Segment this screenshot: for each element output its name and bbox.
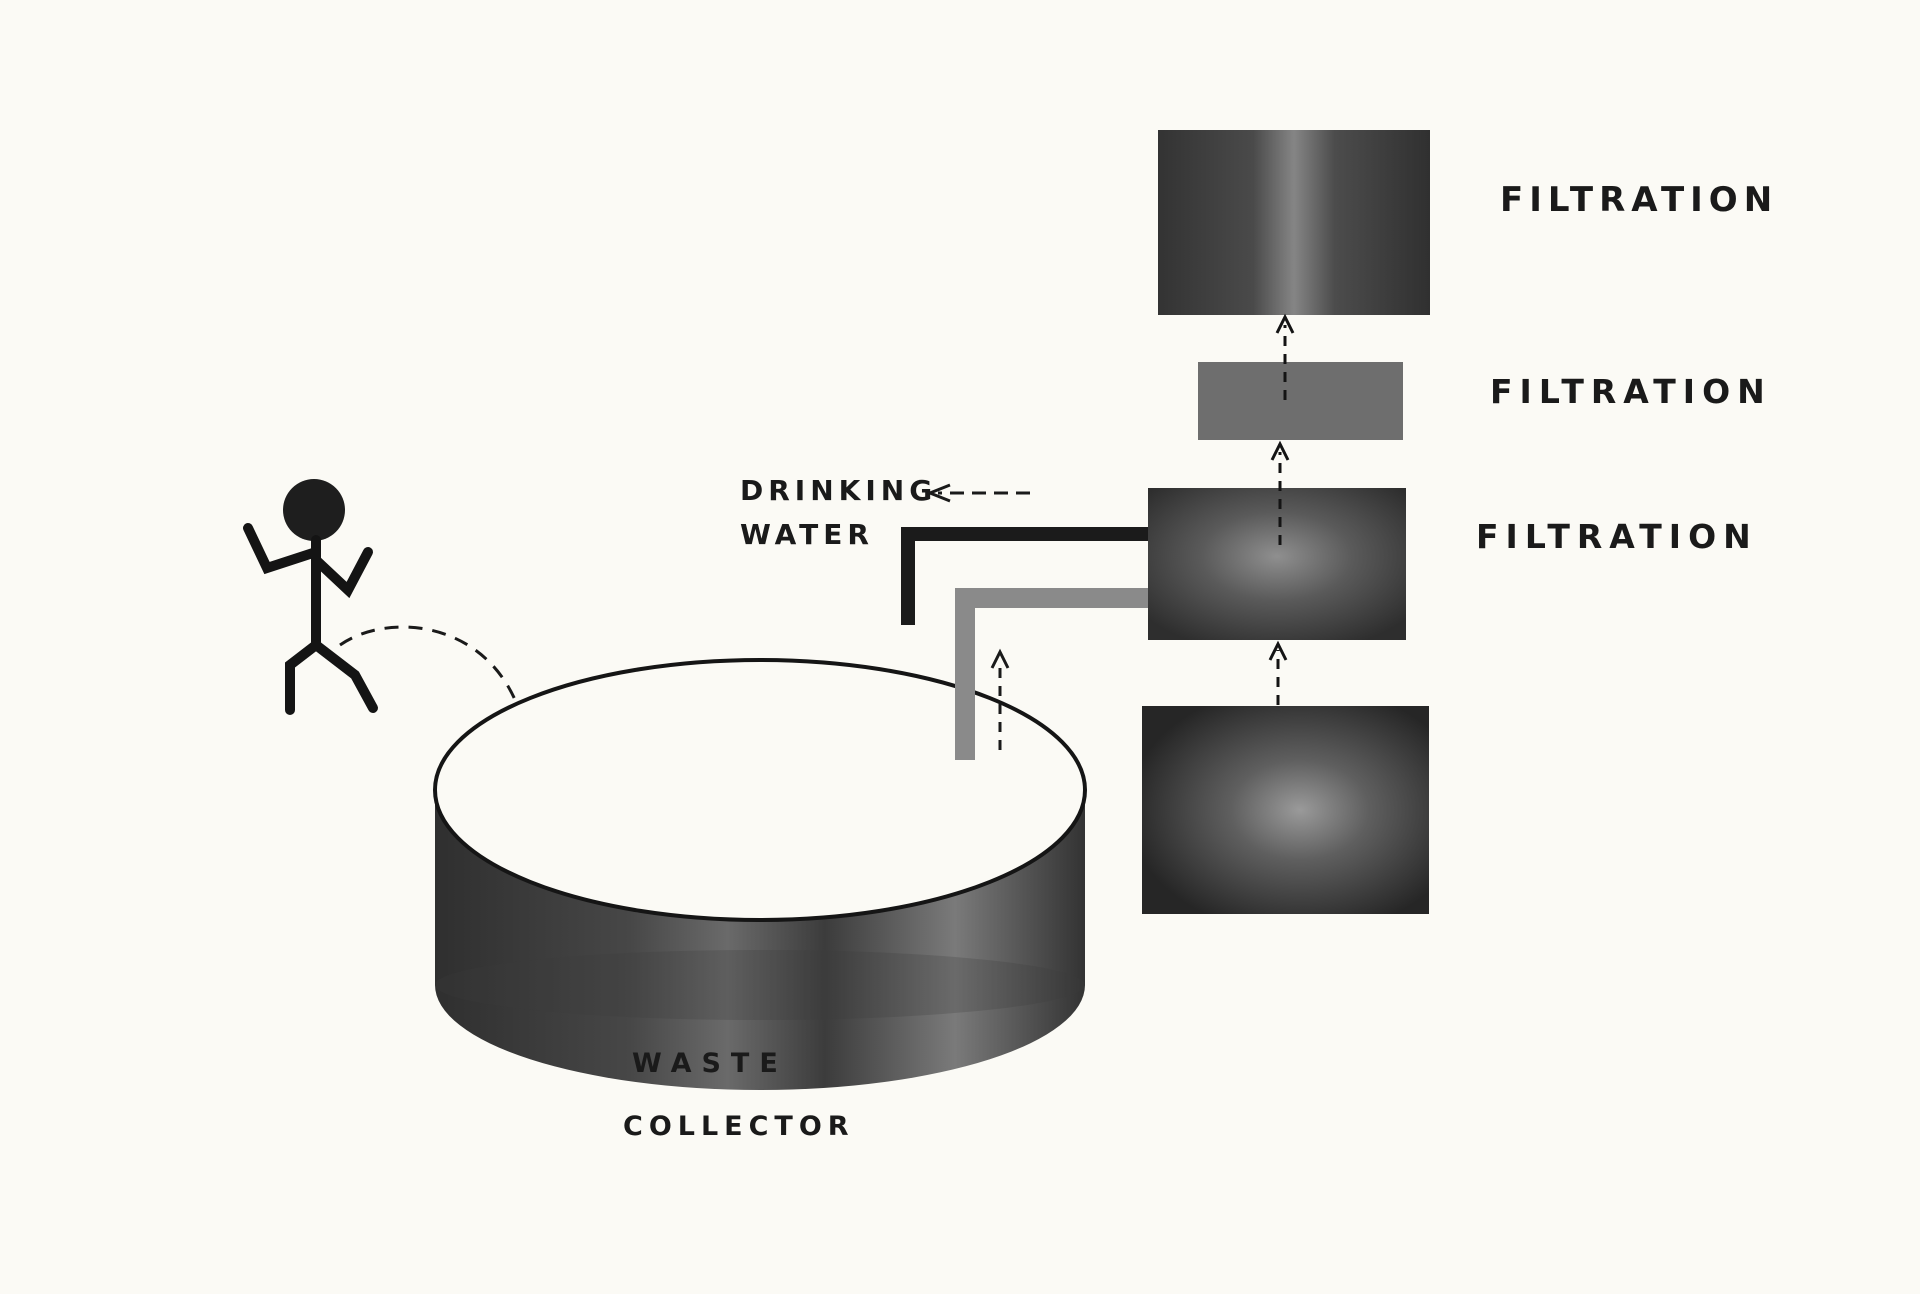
- waste-flow-dashed-arc: [339, 625, 527, 731]
- filtration-block-top: [1158, 130, 1430, 315]
- waste-collector: [433, 658, 1087, 1090]
- person-figure: [243, 479, 378, 715]
- label-filtration-lower: FILTRATION: [1476, 517, 1758, 556]
- upflow-arrow: [990, 648, 1010, 750]
- label-waste: WASTE: [632, 1048, 788, 1079]
- drinking-water-arrow: [925, 483, 1030, 503]
- flow-arrows-stack: [1268, 313, 1295, 705]
- label-drinking: DRINKING: [740, 474, 938, 507]
- inlet-pipe: [955, 588, 1148, 760]
- filtration-block-middle: [1198, 362, 1403, 440]
- label-collector: COLLECTOR: [623, 1111, 855, 1142]
- drinking-water-pipe: [901, 527, 1148, 625]
- person-head: [283, 479, 345, 541]
- filtration-block-lower: [1148, 488, 1406, 640]
- label-filtration-middle: FILTRATION: [1490, 372, 1772, 411]
- label-filtration-top: FILTRATION: [1500, 180, 1779, 220]
- bottom-tank: [1142, 706, 1429, 914]
- label-water: WATER: [740, 518, 874, 551]
